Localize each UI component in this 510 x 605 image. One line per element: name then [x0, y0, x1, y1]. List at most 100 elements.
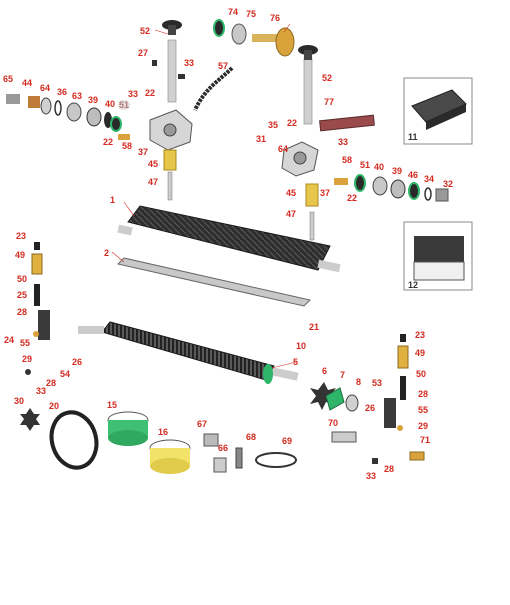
- callout: 54: [60, 369, 71, 379]
- rear-roller: [78, 321, 299, 384]
- drive-belt: [49, 410, 99, 470]
- callout: 20: [49, 401, 60, 411]
- roller-end-parts: [310, 382, 359, 412]
- callout: 33: [366, 471, 377, 481]
- left-spring-and-bolt: [163, 149, 177, 201]
- bedknife: [117, 257, 311, 307]
- callout: 35: [268, 120, 279, 130]
- callout: 63: [72, 91, 83, 101]
- inset-number: 12: [408, 280, 419, 290]
- inset-housing: [403, 221, 473, 291]
- callout: 22: [287, 118, 298, 128]
- right-bearing-stack: [334, 174, 449, 202]
- callout: 40: [374, 162, 385, 172]
- callout: 75: [246, 9, 257, 19]
- callout: 37: [320, 188, 331, 198]
- callout: 8: [356, 377, 362, 387]
- callout: 76: [270, 13, 281, 23]
- filter-yellow: [149, 439, 191, 474]
- callout: 64: [40, 83, 51, 93]
- callout: 36: [57, 87, 68, 97]
- callout: 23: [415, 330, 426, 340]
- callout: 45: [148, 159, 159, 169]
- callout: 40: [105, 99, 116, 109]
- inset-number: 11: [408, 132, 418, 142]
- callout: 22: [103, 137, 114, 147]
- callout: 33: [128, 89, 139, 99]
- left-bearing-stack: [6, 94, 130, 140]
- leader-lines: [111, 23, 297, 369]
- callout: 55: [418, 405, 429, 415]
- callout: 46: [408, 170, 419, 180]
- callout: 51: [360, 160, 371, 170]
- callout: 47: [286, 209, 297, 219]
- callout: 71: [420, 435, 431, 445]
- callout: 6: [322, 366, 328, 376]
- shim-bar: [319, 114, 375, 132]
- handle-shaft-left: [162, 20, 182, 103]
- callout: 47: [148, 177, 159, 187]
- callout: 67: [197, 419, 208, 429]
- callout: 52: [140, 26, 151, 36]
- left-bracket-parts: [25, 242, 50, 375]
- callout: 39: [88, 95, 99, 105]
- handle-shaft-right: [298, 45, 318, 125]
- reel-cylinder: [117, 205, 341, 273]
- callout: 58: [122, 141, 133, 151]
- callout: 34: [424, 174, 435, 184]
- chain: [193, 66, 234, 111]
- callout: 26: [72, 357, 83, 367]
- filter-green: [107, 411, 149, 446]
- star-washer: [20, 408, 40, 431]
- callout: 28: [17, 307, 28, 317]
- callout: 52: [322, 73, 333, 83]
- callout: 22: [145, 88, 156, 98]
- callout: 70: [328, 418, 339, 428]
- callout: 26: [365, 403, 376, 413]
- callout: 39: [392, 166, 403, 176]
- callout: 32: [443, 179, 454, 189]
- callout: 15: [107, 400, 118, 410]
- callout: 5: [293, 357, 299, 367]
- o-ring: [255, 452, 297, 468]
- right-bracket-parts: [384, 334, 409, 431]
- callout: 33: [184, 58, 195, 68]
- callout: 21: [309, 322, 320, 332]
- callout: 29: [418, 421, 429, 431]
- callout: 77: [324, 97, 335, 107]
- callout: 69: [282, 436, 293, 446]
- callout: 37: [138, 147, 149, 157]
- callout: 25: [17, 290, 28, 300]
- callout: 23: [16, 231, 27, 241]
- callout: 49: [415, 348, 426, 358]
- left-side-plate: [149, 109, 193, 151]
- right-side-plate: [281, 141, 319, 177]
- callout: 55: [20, 338, 31, 348]
- callout: 28: [418, 389, 429, 399]
- callout: 44: [22, 78, 33, 88]
- callout: 33: [36, 386, 47, 396]
- right-spring-and-bolt: [305, 183, 319, 241]
- callout: 33: [338, 137, 349, 147]
- callout: 1: [110, 195, 116, 205]
- callout: 65: [3, 74, 14, 84]
- callout: 66: [218, 443, 229, 453]
- callout: 53: [372, 378, 383, 388]
- inset-toolbox: [403, 77, 473, 145]
- callout: 28: [46, 378, 57, 388]
- callout: 49: [15, 250, 26, 260]
- callout: 22: [347, 193, 358, 203]
- callout: 24: [4, 335, 15, 345]
- bearing-hub-top: [213, 19, 295, 57]
- callout: 10: [296, 341, 307, 351]
- callout: 27: [138, 48, 149, 58]
- small-caps: [203, 433, 243, 473]
- callout: 29: [22, 354, 33, 364]
- small-bolts: [152, 60, 185, 79]
- callout: 50: [416, 369, 427, 379]
- callout: 16: [158, 427, 169, 437]
- callout: 2: [104, 248, 110, 258]
- callout: 74: [228, 7, 239, 17]
